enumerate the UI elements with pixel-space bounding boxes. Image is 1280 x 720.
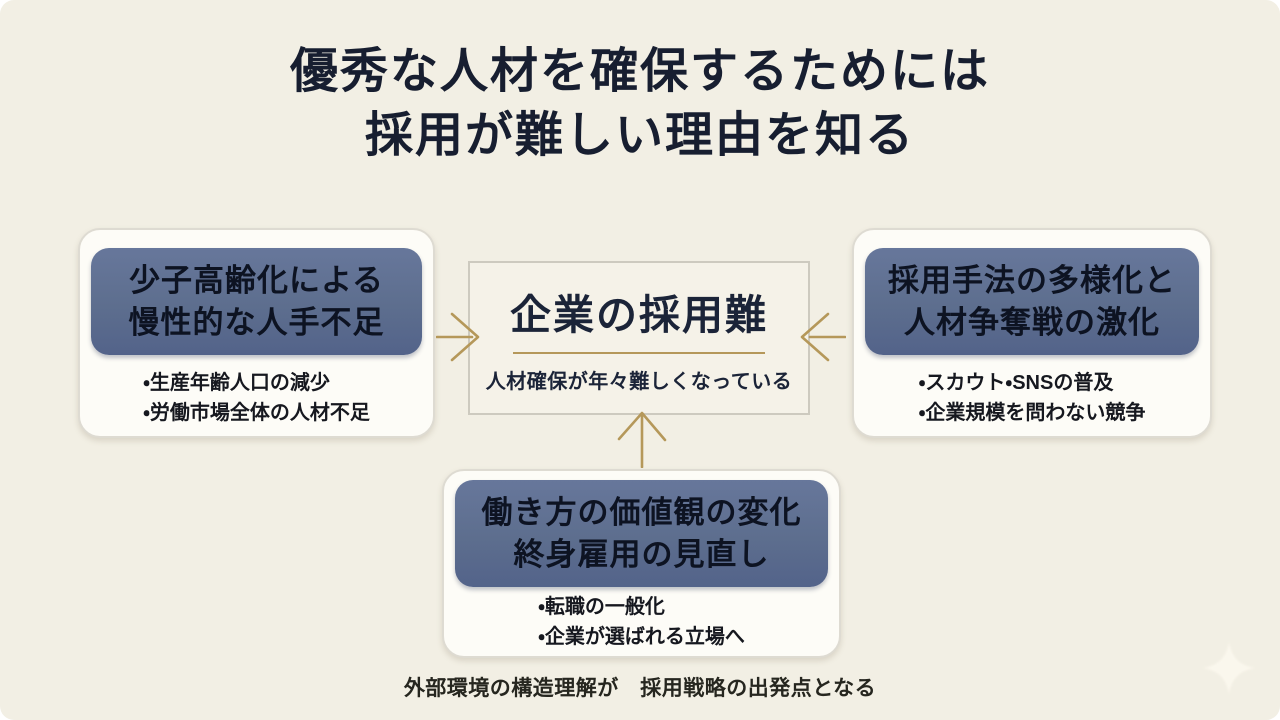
factor-heading-competition: 採用手法の多様化と 人材争奪戦の激化 bbox=[865, 248, 1199, 355]
factor-heading-line2: 終身雇用の見直し bbox=[513, 536, 770, 572]
arrow-up-icon bbox=[617, 410, 667, 468]
factor-card-labor-shortage: 少子高齢化による 慢性的な人手不足 ・生産年齢人口の減少 ・労働市場全体の人材不… bbox=[78, 228, 435, 438]
arrow-right-icon bbox=[436, 312, 482, 362]
factor-heading-line2: 慢性的な人手不足 bbox=[128, 304, 385, 340]
factor-card-competition: 採用手法の多様化と 人材争奪戦の激化 ・スカウト・SNSの普及 ・企業規模を問わ… bbox=[852, 228, 1212, 438]
bullet-item: ・転職の一般化 bbox=[538, 596, 665, 618]
factor-heading-line1: 少子高齢化による bbox=[128, 262, 385, 298]
center-result-box: 企業の採用難 人材確保が年々難しくなっている bbox=[468, 261, 810, 415]
factor-heading-line1: 働き方の価値観の変化 bbox=[481, 494, 802, 530]
bullet-item: ・企業規模を問わない競争 bbox=[918, 402, 1146, 424]
center-result-title: 企業の採用難 bbox=[510, 292, 768, 338]
arrow-left-icon bbox=[798, 312, 846, 362]
bullet-item: ・スカウト・SNSの普及 bbox=[918, 372, 1114, 394]
factor-bullets-competition: ・スカウト・SNSの普及 ・企業規模を問わない競争 bbox=[854, 368, 1210, 428]
bullet-item: ・生産年齢人口の減少 bbox=[143, 372, 330, 394]
center-result-subtitle: 人材確保が年々難しくなっている bbox=[485, 371, 793, 393]
factor-card-work-values: 働き方の価値観の変化 終身雇用の見直し ・転職の一般化 ・企業が選ばれる立場へ bbox=[442, 469, 841, 658]
factor-heading-labor-shortage: 少子高齢化による 慢性的な人手不足 bbox=[91, 248, 422, 355]
factor-bullets-work-values: ・転職の一般化 ・企業が選ばれる立場へ bbox=[444, 592, 839, 652]
factor-heading-line1: 採用手法の多様化と bbox=[888, 262, 1176, 298]
bullet-item: ・企業が選ばれる立場へ bbox=[538, 626, 745, 648]
page-title-line1: 優秀な人材を確保するためには bbox=[289, 45, 990, 98]
factor-heading-line2: 人材争奪戦の激化 bbox=[904, 304, 1160, 340]
sparkle-icon bbox=[1203, 642, 1255, 694]
gold-divider bbox=[513, 352, 765, 354]
footer-message: 外部環境の構造理解が 採用戦略の出発点となる bbox=[403, 677, 877, 700]
factor-heading-work-values: 働き方の価値観の変化 終身雇用の見直し bbox=[455, 480, 828, 587]
bullet-item: ・労働市場全体の人材不足 bbox=[143, 402, 370, 424]
page-title: 優秀な人材を確保するためには 採用が難しい理由を知る bbox=[0, 40, 1280, 168]
page-title-line2: 採用が難しい理由を知る bbox=[364, 109, 915, 162]
factor-bullets-labor-shortage: ・生産年齢人口の減少 ・労働市場全体の人材不足 bbox=[80, 368, 433, 428]
